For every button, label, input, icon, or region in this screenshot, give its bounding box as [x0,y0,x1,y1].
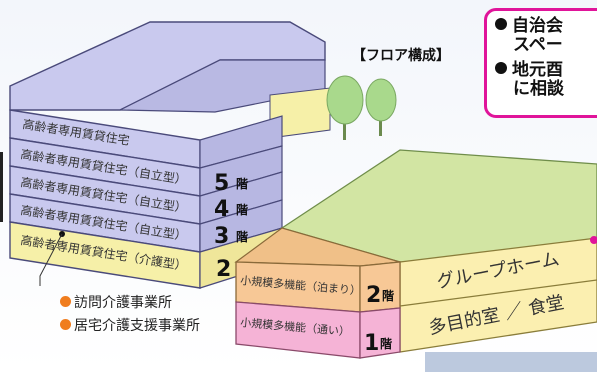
edge-bar [0,152,3,222]
wing-marker-dot [590,236,597,244]
annex-lower-number: 1 [364,331,379,356]
annex-upper-unit: 階 [382,288,394,303]
callout-item-2-line2: に相談 [513,79,564,99]
callout-item-1-line2: スペー [513,35,563,55]
callout-item-1: 自治会 スペー [495,17,597,55]
floor-unit-4: 階 [236,202,248,217]
callout-box: 自治会 スペー 地元酉 に相談 [484,8,597,118]
legend-item-1: 訪問介護事業所 [60,292,172,312]
leader-line [39,233,63,286]
legend-item-2-label: 居宅介護支援事業所 [74,318,200,334]
wing-floor-divider [399,279,597,307]
floor-unit-3: 階 [236,229,248,244]
annex-lower-side [359,307,401,359]
tree-left [326,75,364,125]
floor-unit-5: 階 [236,176,248,191]
annex-lower-unit: 階 [380,336,392,351]
floor-number-3: 3 [214,224,229,249]
photo-fragment [425,352,597,372]
trees [326,75,397,140]
orange-dot-icon [60,319,71,330]
diagram-title: 【フロア構成】 [352,47,450,64]
legend-item-1-label: 訪問介護事業所 [74,295,172,311]
callout-item-1-line1: 自治会 [512,16,563,36]
floor-number-5: 5 [214,171,229,196]
floor-number-4: 4 [214,197,229,222]
annex: 小規模多機能（泊まり） 小規模多機能（通い） 2 階 1 階 [234,227,401,359]
tower: 高齢者専用賃貸住宅 高齢者専用賃貸住宅（自立型） 高齢者専用賃貸住宅（自立型） … [9,21,331,289]
bullet-icon [495,62,507,74]
tree-right [365,78,397,122]
callout-item-2: 地元酉 に相談 [495,61,597,99]
annex-upper-number: 2 [366,283,381,308]
low-wing: グループホーム 多目的室 ／ 食堂 [280,149,597,353]
floor-number-2: 2 [216,257,231,282]
bullet-icon [495,18,507,30]
callout-item-2-line1: 地元酉 [512,60,563,80]
legend-item-2: 居宅介護支援事業所 [60,315,200,335]
orange-dot-icon [60,296,71,307]
